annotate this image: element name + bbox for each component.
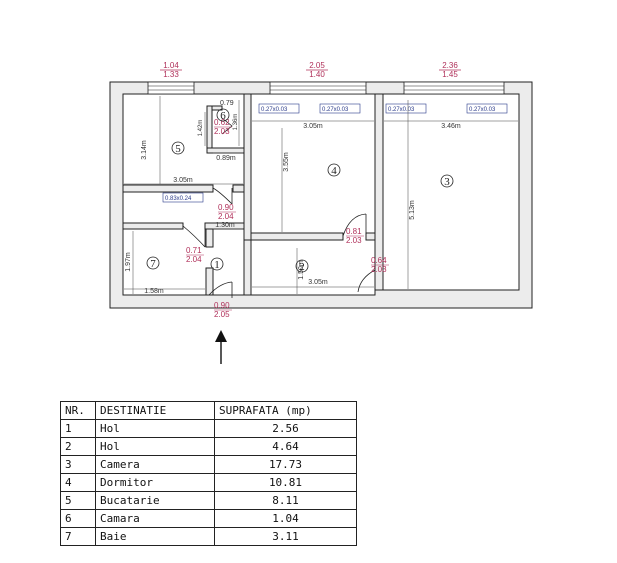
door-7-height: 2.04: [186, 255, 202, 264]
legend-cell-destination: Baie: [95, 527, 215, 546]
legend-cell-area: 4.64: [214, 437, 357, 456]
size-box-2: 0.27x0.03: [319, 103, 361, 114]
door-6-width: 0.79: [220, 100, 234, 107]
dim-room4-depth: 3.55m: [283, 152, 290, 172]
window-2-width: 2.05: [309, 61, 325, 70]
table-row: 4 Dormitor 10.81: [60, 473, 357, 492]
legend-header-area: SUPRAFATA (mp): [214, 401, 357, 420]
window-1: [147, 81, 195, 95]
table-row: 7 Baie 3.11: [60, 527, 357, 546]
legend-cell-nr: 4: [60, 473, 96, 492]
legend-header-row: NR. DESTINATIE SUPRAFATA (mp): [60, 401, 357, 420]
floor-plan: 1.04 1.33 2.05 1.40 2.36 1.45 0.79 0.62 …: [109, 61, 533, 364]
legend-cell-area: 8.11: [214, 491, 357, 510]
dim-room5-depth: 3.14m: [141, 140, 148, 160]
table-row: 3 Camera 17.73: [60, 455, 357, 474]
window-1-width: 1.04: [163, 61, 179, 70]
room-number-2: 2: [295, 259, 309, 273]
svg-text:0.27x0.03: 0.27x0.03: [261, 107, 288, 113]
legend-cell-destination: Camera: [95, 455, 215, 474]
interior-walls: [122, 93, 384, 296]
door-4-height: 2.03: [346, 236, 362, 245]
dim-room3-width: 3.46m: [441, 123, 461, 130]
door-5-height: 2.03: [214, 127, 230, 136]
svg-text:0.27x0.03: 0.27x0.03: [388, 107, 415, 113]
legend-cell-destination: Dormitor: [95, 473, 215, 492]
svg-text:0.83x0.24: 0.83x0.24: [165, 196, 192, 202]
window-2-height: 1.40: [309, 70, 325, 79]
legend-cell-area: 3.11: [214, 527, 357, 546]
legend-cell-nr: 2: [60, 437, 96, 456]
dim-room3-depth: 5.13m: [409, 200, 416, 220]
entrance-door-height: 2.05: [214, 310, 230, 319]
legend-cell-nr: 1: [60, 419, 96, 438]
svg-text:2: 2: [299, 261, 305, 273]
legend-cell-destination: Bucatarie: [95, 491, 215, 510]
door-5-width: 0.62: [214, 118, 230, 127]
table-row: 5 Bucatarie 8.11: [60, 491, 357, 510]
size-box-1: 0.27x0.03: [258, 103, 300, 114]
legend-header-nr: NR.: [60, 401, 96, 420]
size-box-5: 0.83x0.24: [162, 192, 204, 203]
svg-text:7: 7: [150, 258, 156, 270]
door-hall-width: 0.90: [218, 203, 234, 212]
legend-cell-nr: 6: [60, 509, 96, 528]
dim-hall2-depth: 1.50m: [298, 260, 305, 280]
size-box-3: 0.27x0.03: [385, 103, 427, 114]
window-1-height: 1.33: [163, 70, 179, 79]
door-hall-height: 2.04: [218, 212, 234, 221]
dim-hall1-width: 1.30m: [215, 222, 235, 229]
window-3-width: 2.36: [442, 61, 458, 70]
svg-text:0.27x0.03: 0.27x0.03: [322, 107, 349, 113]
dim-pantry-depth-a: 1.42m: [198, 120, 204, 137]
dim-pantry-width: 0.89m: [216, 155, 236, 162]
room-number-3: 3: [440, 174, 454, 188]
dim-pantry-depth-b: 1.36m: [233, 114, 239, 131]
legend-cell-nr: 3: [60, 455, 96, 474]
room-number-7: 7: [146, 256, 160, 270]
door-4-width: 0.81: [346, 227, 362, 236]
door-7-width: 0.71: [186, 246, 202, 255]
svg-text:3: 3: [444, 176, 450, 188]
legend-header-destination: DESTINATIE: [95, 401, 215, 420]
legend-cell-nr: 7: [60, 527, 96, 546]
legend-cell-area: 17.73: [214, 455, 357, 474]
room-number-6: 6: [216, 108, 230, 122]
table-row: 1 Hol 2.56: [60, 419, 357, 438]
legend-cell-destination: Hol: [95, 419, 215, 438]
entrance-door-width: 0.90: [214, 301, 230, 310]
room-number-5: 5: [171, 141, 185, 155]
window-2: [269, 81, 367, 95]
legend-cell-area: 10.81: [214, 473, 357, 492]
legend-cell-nr: 5: [60, 491, 96, 510]
entrance-arrow-icon: [215, 330, 227, 364]
dim-room7-width: 1.58m: [144, 288, 164, 295]
window-3-height: 1.45: [442, 70, 458, 79]
svg-text:0.27x0.03: 0.27x0.03: [469, 107, 496, 113]
size-box-4: 0.27x0.03: [466, 103, 508, 114]
window-3: [403, 81, 505, 95]
svg-text:4: 4: [331, 165, 337, 177]
svg-text:5: 5: [175, 143, 181, 155]
legend-cell-destination: Hol: [95, 437, 215, 456]
outer-walls: [109, 81, 533, 309]
legend-cell-area: 2.56: [214, 419, 357, 438]
table-row: 2 Hol 4.64: [60, 437, 357, 456]
door-3-width: 0.64: [371, 256, 387, 265]
dim-room5-width: 3.05m: [173, 177, 193, 184]
svg-text:6: 6: [220, 110, 226, 122]
legend-cell-area: 1.04: [214, 509, 357, 528]
svg-text:1: 1: [214, 259, 220, 271]
area-legend-table: NR. DESTINATIE SUPRAFATA (mp) 1 Hol 2.56…: [60, 401, 357, 546]
dimension-lines: [124, 96, 518, 294]
dim-room7-depth: 1.97m: [125, 252, 132, 272]
dim-room4-width: 3.05m: [303, 123, 323, 130]
legend-cell-destination: Camara: [95, 509, 215, 528]
room-number-4: 4: [327, 163, 341, 177]
dim-hall2-width: 3.05m: [308, 279, 328, 286]
door-3-height: 2.03: [371, 265, 387, 274]
table-row: 6 Camara 1.04: [60, 509, 357, 528]
room-number-1: 1: [210, 257, 224, 271]
